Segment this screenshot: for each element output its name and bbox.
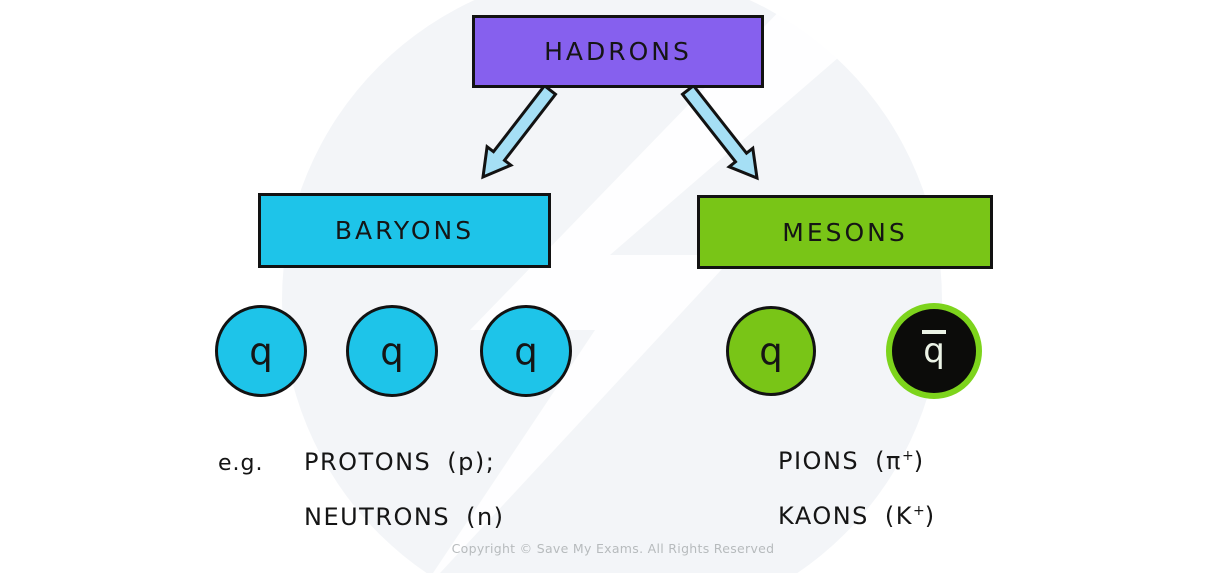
quark-symbol: q <box>759 329 783 373</box>
baryon-quark-3: q <box>480 305 572 397</box>
mesons-label: MESONS <box>782 217 908 247</box>
copyright-notice: Copyright © Save My Exams. All Rights Re… <box>451 541 775 556</box>
example-name: PROTONS <box>304 448 432 476</box>
symbol-text: (p); <box>447 448 496 476</box>
symbol-sup: + <box>913 503 925 519</box>
arrow-to-baryons-icon <box>481 83 558 180</box>
symbol-text: ) <box>913 447 925 475</box>
quark-symbol: q <box>514 329 538 373</box>
baryons-box: BARYONS <box>258 193 551 268</box>
symbol-text: (n) <box>466 503 505 531</box>
quark-symbol: q <box>249 329 273 373</box>
example-symbol: (n) <box>466 503 504 531</box>
baryon-quark-1: q <box>215 305 307 397</box>
hadrons-label: HADRONS <box>544 37 692 66</box>
baryons-label: BARYONS <box>334 216 475 245</box>
antiquark-symbol: q <box>922 330 946 371</box>
hadrons-box: HADRONS <box>472 15 764 88</box>
mesons-box: MESONS <box>697 195 993 269</box>
symbol-text: ) <box>924 502 936 530</box>
symbol-text: (π <box>875 447 902 475</box>
watermark-bolt-icon <box>433 0 905 573</box>
example-symbol: (p); <box>447 448 495 476</box>
meson-quark: q <box>726 306 816 396</box>
baryon-quark-2: q <box>346 305 438 397</box>
meson-example-kaons: KAONS (K+) <box>778 502 936 530</box>
example-symbol: (K+) <box>885 502 936 530</box>
baryon-example-neutrons: NEUTRONS (n) <box>304 503 505 531</box>
symbol-sup: + <box>901 448 914 464</box>
quark-symbol: q <box>380 329 404 373</box>
meson-antiquark: q <box>886 303 982 399</box>
symbol-text: (K <box>884 502 913 530</box>
meson-example-pions: PIONS (π+) <box>778 447 925 475</box>
example-symbol: (π+) <box>875 447 924 475</box>
example-name: NEUTRONS <box>304 503 451 531</box>
baryon-example-protons: PROTONS (p); <box>304 448 495 476</box>
example-name: KAONS <box>778 502 869 530</box>
eg-label: e.g. <box>218 451 264 476</box>
example-name: PIONS <box>778 447 860 475</box>
arrow-to-mesons-icon <box>680 83 759 181</box>
